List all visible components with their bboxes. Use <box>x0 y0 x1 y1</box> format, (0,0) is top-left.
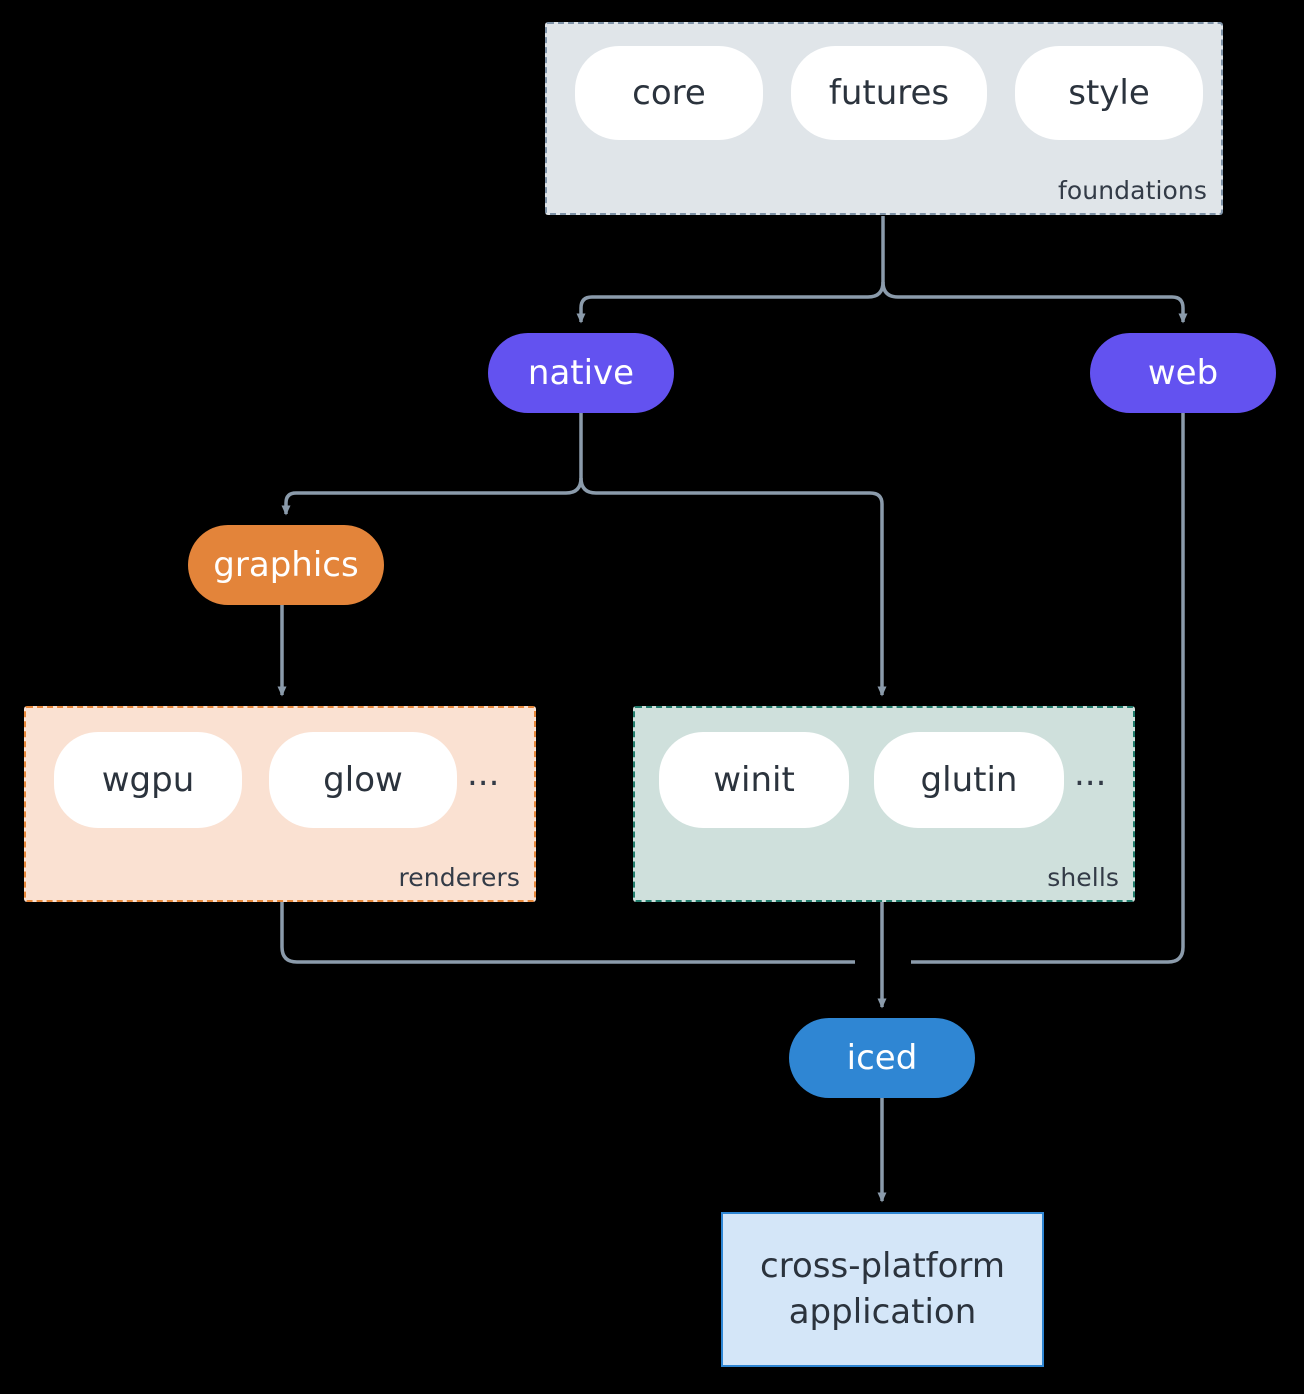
renderers-ellipsis: ... <box>467 754 500 794</box>
edge-bus-web <box>881 281 1188 324</box>
group-foundations: core futures style foundations <box>545 22 1223 215</box>
group-shells: winit glutin ... shells <box>633 706 1135 902</box>
edge-bus-graphics <box>281 477 583 516</box>
chip-futures[interactable]: futures <box>791 46 987 140</box>
node-web[interactable]: web <box>1090 333 1276 413</box>
group-renderers: wgpu glow ... renderers <box>24 706 536 902</box>
chip-style[interactable]: style <box>1015 46 1203 140</box>
node-native[interactable]: native <box>488 333 674 413</box>
edge-renderers-merge <box>280 902 855 964</box>
chip-glutin[interactable]: glutin <box>874 732 1064 828</box>
foundations-chip-row: core futures style <box>575 46 1203 140</box>
edge-web-merge <box>911 413 1185 964</box>
node-graphics[interactable]: graphics <box>188 525 384 605</box>
group-label-foundations: foundations <box>1058 176 1207 205</box>
edge-bus-native <box>576 281 885 324</box>
chip-wgpu[interactable]: wgpu <box>54 732 242 828</box>
chip-winit[interactable]: winit <box>659 732 849 828</box>
edge-bus-shells <box>579 477 887 697</box>
application-line-2: application <box>788 1291 977 1332</box>
shells-ellipsis: ... <box>1074 754 1107 794</box>
node-cross-platform-application[interactable]: cross-platform application <box>721 1212 1044 1367</box>
renderers-chip-row: wgpu glow ... <box>54 732 505 828</box>
shells-chip-row: winit glutin ... <box>659 732 1112 828</box>
node-iced[interactable]: iced <box>789 1018 975 1098</box>
application-line-1: cross-platform <box>760 1245 1005 1286</box>
group-label-shells: shells <box>1047 863 1119 892</box>
chip-glow[interactable]: glow <box>269 732 457 828</box>
group-label-renderers: renderers <box>398 863 520 892</box>
chip-core[interactable]: core <box>575 46 763 140</box>
